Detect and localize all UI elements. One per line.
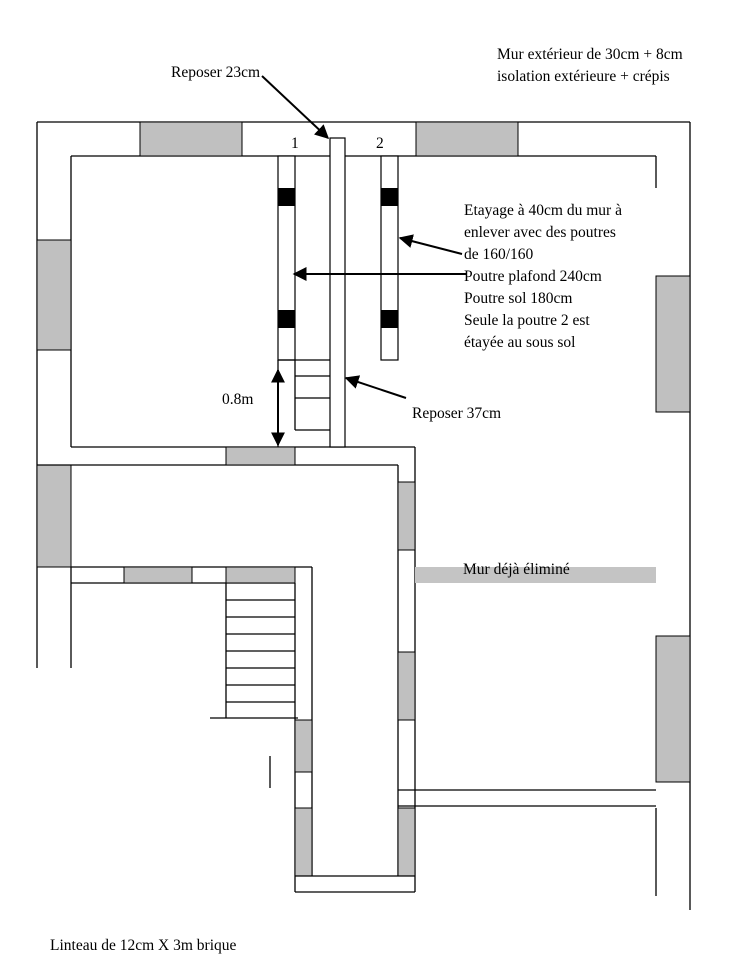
label-shoring-7: étayée au sous sol: [464, 334, 575, 351]
opening-corridor-3: [397, 807, 416, 877]
annotation-arrows: [261, 75, 466, 447]
label-beam-2: 2: [376, 135, 384, 152]
label-distance: 0.8m: [222, 391, 253, 408]
opening-stair-1: [123, 566, 193, 584]
windows: [36, 121, 691, 783]
wall-to-remove: [329, 137, 346, 448]
labels: Mur extérieur de 30cm + 8cm isolation ex…: [50, 46, 683, 954]
window-right-lower: [655, 635, 691, 783]
label-beam-1: 1: [291, 135, 299, 152]
beam-2-support-bottom: [381, 310, 398, 328]
label-shoring-2: enlever avec des poutres: [464, 224, 616, 241]
label-reposer-23: Reposer 23cm: [171, 64, 260, 81]
window-right-upper: [655, 275, 691, 413]
arrow-reposer-23: [261, 75, 330, 139]
label-outer-wall-2: isolation extérieure + crépis: [497, 68, 670, 85]
opening-stair-4: [294, 807, 313, 877]
beam-1-support-bottom: [278, 310, 295, 328]
interior-walls: [37, 446, 656, 893]
arrow-reposer-37: [344, 375, 407, 399]
window-left-lower: [36, 464, 72, 568]
shoring-beam-1: [277, 155, 330, 447]
removed-wall: [415, 567, 656, 583]
staircase: [225, 583, 295, 718]
beam-2-support-top: [381, 188, 398, 206]
label-shoring-5: Poutre sol 180cm: [464, 290, 573, 307]
window-left-upper: [36, 239, 72, 351]
opening-bottom-room1: [225, 446, 296, 466]
opening-corridor-1: [397, 481, 416, 551]
label-outer-wall-1: Mur extérieur de 30cm + 8cm: [497, 46, 683, 63]
shoring-beam-2: [380, 155, 399, 361]
label-reposer-37: Reposer 37cm: [412, 405, 501, 422]
label-shoring-3: de 160/160: [464, 246, 534, 263]
window-top-left: [139, 121, 243, 157]
label-removed-wall: Mur déjà éliminé: [463, 561, 570, 578]
opening-stair-3: [294, 719, 313, 773]
label-shoring-6: Seule la poutre 2 est: [464, 312, 590, 329]
opening-stair-2: [225, 566, 296, 584]
opening-corridor-2: [397, 651, 416, 721]
label-lintel: Linteau de 12cm X 3m brique: [50, 937, 236, 954]
beam-1-support-top: [278, 188, 295, 206]
arrow-to-beam-2: [398, 234, 463, 255]
window-top-right: [415, 121, 519, 157]
label-shoring-4: Poutre plafond 240cm: [464, 268, 602, 285]
label-shoring-1: Etayage à 40cm du mur à: [464, 202, 622, 219]
